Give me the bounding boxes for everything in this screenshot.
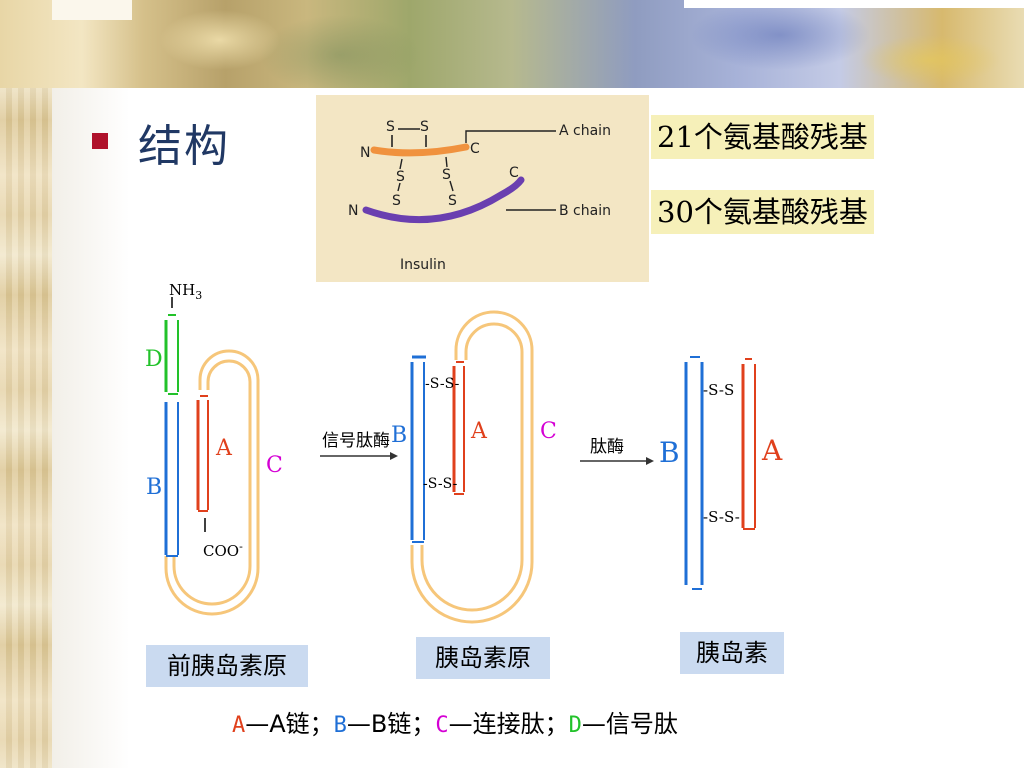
arrow2-label: 肽酶 [590, 437, 624, 457]
a-chain-label: A chain [559, 123, 611, 139]
proinsulin-name: 胰岛素原 [416, 637, 550, 679]
proinsulin-disulfide: -S-S- [423, 476, 458, 492]
preproinsulin-c-label: C [266, 453, 283, 478]
arrow-peptidase: 肽酶 [580, 437, 654, 465]
s-label: S [448, 193, 457, 209]
legend-a-text: —A链； [245, 710, 334, 738]
legend: A—A链；B—B链；C—连接肽；D—信号肽 [232, 704, 678, 739]
insulin-disulfide: -S-S [703, 381, 734, 399]
legend-c-key: C [435, 713, 449, 738]
proinsulin-c-label: C [540, 419, 557, 444]
legend-c-text: —连接肽； [448, 710, 569, 738]
bond-line [445, 156, 448, 168]
preproinsulin-name: 前胰岛素原 [146, 645, 308, 687]
preproinsulin-group: NH3 COO- D A B C [145, 281, 283, 616]
s-label: S [386, 119, 395, 135]
bond-line [449, 180, 454, 192]
s-label: S [392, 193, 401, 209]
b-chain-label: B chain [559, 203, 611, 219]
insulin-disulfide: -S-S- [703, 508, 740, 526]
arrow1-label: 信号肽酶 [322, 431, 390, 451]
legend-b-key: B [333, 713, 347, 738]
arrow1-head [390, 452, 398, 460]
preproinsulin-a-label: A [215, 436, 233, 461]
bond-line [399, 158, 403, 170]
legend-d-key: D [568, 713, 582, 738]
preproinsulin-b-label: B [146, 475, 162, 500]
background-corner-white [684, 0, 1024, 8]
insulin-a-label: A [761, 434, 783, 467]
c-label-a: C [470, 141, 480, 157]
a-chain-residues: 21个氨基酸残基 [651, 115, 874, 159]
background-left-strip [0, 0, 52, 768]
a-chain-pointer [465, 130, 556, 143]
insulin-b-label: B [659, 436, 680, 469]
c-label-b: C [509, 165, 519, 181]
proinsulin-c-loop-inner [420, 322, 524, 612]
bond-line [397, 182, 401, 192]
arrow-signal-peptidase: 信号肽酶 [320, 431, 398, 460]
s-label: S [442, 167, 451, 183]
s-label: S [396, 169, 405, 185]
arrow2-head [646, 457, 654, 465]
proinsulin-group: -S-S- -S-S- B A C [391, 310, 557, 624]
preproinsulin-d-label: D [145, 347, 163, 372]
insulin-structure-figure: S S N C S S S S N C A chain B chain Insu… [316, 95, 649, 282]
background-top-banner [0, 0, 1024, 88]
bullet-square-icon [92, 133, 108, 149]
legend-a-key: A [232, 713, 246, 738]
b-chain-residues: 30个氨基酸残基 [651, 190, 874, 234]
legend-d-text: —信号肽 [581, 710, 678, 738]
preproinsulin-c-loop-outer [164, 349, 260, 616]
insulin-group: -S-S -S-S- B A [659, 356, 783, 590]
s-label: S [420, 119, 429, 135]
legend-b-text: —B链； [346, 710, 436, 738]
nh3-label: NH3 [169, 281, 202, 302]
n-label-a: N [360, 145, 370, 161]
proinsulin-a-label: A [470, 419, 488, 444]
slide-title: 结构 [138, 121, 230, 172]
insulin-name: 胰岛素 [680, 632, 784, 674]
b-chain-curve [362, 176, 525, 224]
n-label-b: N [348, 203, 358, 219]
proinsulin-c-loop-outer [410, 310, 534, 624]
coo-label: COO- [203, 540, 243, 560]
preproinsulin-c-loop-inner [172, 359, 252, 606]
a-chain-curve [370, 143, 470, 157]
background-top-white [52, 0, 132, 20]
insulin-caption: Insulin [400, 257, 446, 273]
proinsulin-disulfide: -S-S- [425, 376, 460, 392]
insulin-structure-svg: S S N C S S S S N C A chain B chain Insu… [348, 119, 611, 273]
proinsulin-b-label: B [391, 423, 407, 448]
